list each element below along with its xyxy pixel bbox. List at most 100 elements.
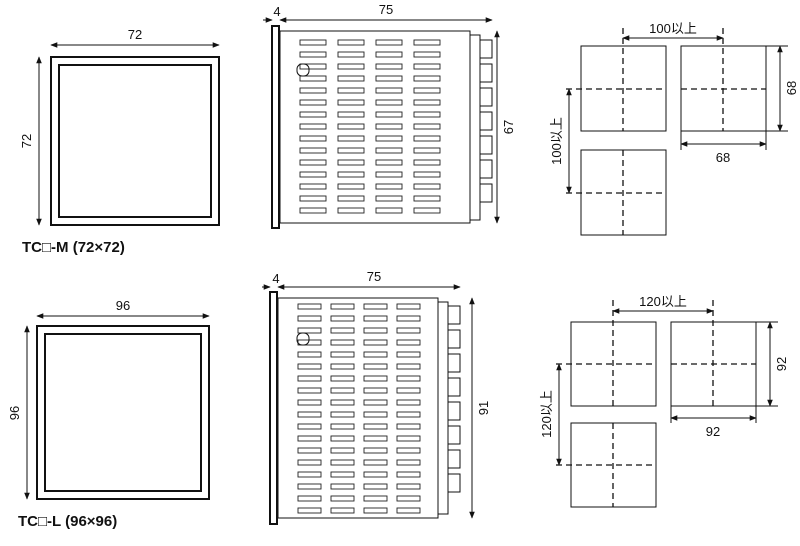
vent-slot [375, 147, 403, 154]
vent-slot [330, 483, 355, 490]
vent-slot [330, 459, 355, 466]
model-m-panel-cutout: 100以上 100以上 68 68 [549, 21, 799, 236]
vent-slot [375, 171, 403, 178]
vent-slot [330, 315, 355, 322]
vent-slot [375, 75, 403, 82]
vent-slot [337, 159, 365, 166]
vent-slot [330, 507, 355, 514]
vent-slot [297, 483, 322, 490]
vent-slot [337, 75, 365, 82]
vent-slot [363, 327, 388, 334]
vent-slot [297, 399, 322, 406]
vent-slot [363, 459, 388, 466]
vent-slot [413, 51, 441, 58]
vent-slot [413, 171, 441, 178]
vent-slot [375, 39, 403, 46]
vent-slot [363, 507, 388, 514]
vent-slot [375, 195, 403, 202]
vent-slot [413, 207, 441, 214]
vent-slot [330, 351, 355, 358]
vent-slot [375, 135, 403, 142]
vent-slot [299, 147, 327, 154]
vent-slot [396, 351, 421, 358]
vent-slot [299, 99, 327, 106]
vent-slot [375, 99, 403, 106]
vent-slot [363, 447, 388, 454]
vent-slot [413, 123, 441, 130]
vent-slot [337, 195, 365, 202]
vent-slot [396, 339, 421, 346]
vent-slot [299, 123, 327, 130]
m-front-height-label: 72 [19, 134, 34, 148]
vent-slot [337, 51, 365, 58]
vent-slot [363, 339, 388, 346]
vent-slot [297, 507, 322, 514]
vent-slot [299, 159, 327, 166]
m-cutout-width-label: 68 [716, 150, 730, 165]
model-l-front-view: 96 96 [7, 298, 210, 500]
vent-slot [297, 495, 322, 502]
vent-slot [297, 435, 322, 442]
vent-slot [299, 135, 327, 142]
vent-slot [375, 87, 403, 94]
vent-slot [337, 111, 365, 118]
vent-slot [330, 387, 355, 394]
l-pitch-h-label: 120以上 [639, 294, 687, 309]
vent-slot [363, 387, 388, 394]
vent-slot [363, 375, 388, 382]
vent-slot [337, 183, 365, 190]
vent-slot [396, 447, 421, 454]
vent-slot [363, 471, 388, 478]
vent-slot [299, 87, 327, 94]
vent-slot [299, 63, 327, 70]
vent-slot [396, 507, 421, 514]
vent-slot [337, 99, 365, 106]
vent-slot [337, 147, 365, 154]
model-l-side-view: 4 75 91 [262, 269, 491, 525]
vent-slot [337, 171, 365, 178]
vent-slot [413, 87, 441, 94]
l-cutout-width-label: 92 [706, 424, 720, 439]
vent-slot [396, 411, 421, 418]
vent-slot [375, 159, 403, 166]
vent-slot [396, 471, 421, 478]
vent-slot [297, 387, 322, 394]
vent-slot [363, 435, 388, 442]
vent-slot [299, 183, 327, 190]
vent-slot [413, 111, 441, 118]
m-pitch-h-label: 100以上 [649, 21, 697, 36]
vent-slot [297, 423, 322, 430]
vent-slot [413, 183, 441, 190]
vent-slot [330, 303, 355, 310]
vent-slot [413, 39, 441, 46]
vent-slot [363, 351, 388, 358]
vent-slot [330, 327, 355, 334]
vent-slot [330, 399, 355, 406]
vent-slot [330, 447, 355, 454]
vent-slot [396, 327, 421, 334]
vent-slot [396, 435, 421, 442]
vent-slot [375, 63, 403, 70]
vent-slot [297, 327, 322, 334]
vent-slot [337, 63, 365, 70]
vent-slot [299, 39, 327, 46]
model-l-panel-cutout: 120以上 120以上 92 92 [539, 294, 789, 508]
vent-slot [299, 195, 327, 202]
vent-slot [330, 339, 355, 346]
vent-slot [330, 423, 355, 430]
vent-slot [330, 471, 355, 478]
l-pitch-v-label: 120以上 [539, 390, 554, 438]
vent-slot [375, 123, 403, 130]
vent-slot [330, 411, 355, 418]
vent-slot [396, 303, 421, 310]
vent-slot [375, 207, 403, 214]
vent-slot [396, 387, 421, 394]
vent-slot [396, 423, 421, 430]
vent-slot [297, 471, 322, 478]
m-front-width-label: 72 [128, 27, 142, 42]
vent-slot [330, 375, 355, 382]
vent-slot [363, 423, 388, 430]
vent-slot [363, 315, 388, 322]
vent-slot [375, 183, 403, 190]
vent-slot [297, 411, 322, 418]
